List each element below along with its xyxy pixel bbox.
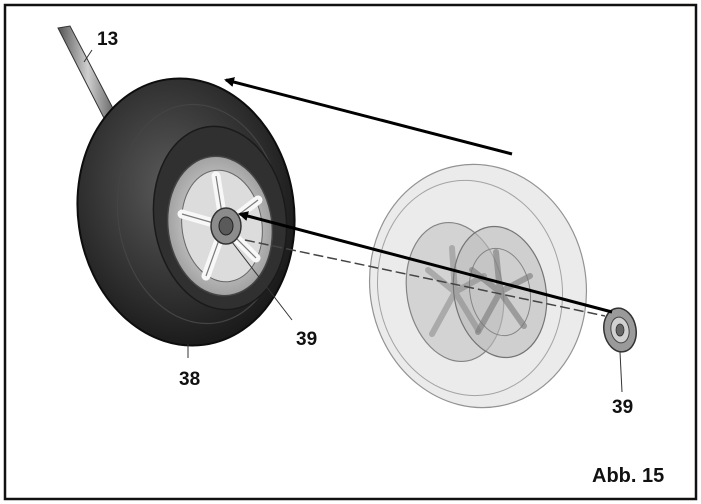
callout-hub-cap-right: 39 [612,397,634,418]
callout-tire: 38 [179,369,201,390]
callout-hub-cap-left: 39 [296,329,318,350]
ghost-wheel [368,163,588,409]
callout-leader-hub-right [619,351,623,393]
figure-caption: Abb. 15 [592,465,665,487]
hub-cap-right [603,307,637,353]
callout-leader-axle [83,49,93,63]
assembly-arrow-hub [238,211,613,314]
callout-leader-hub-left [231,241,293,321]
callout-axle: 13 [97,29,119,50]
assembly-arrow-tire [224,77,513,156]
axle-pin-line [244,239,606,317]
